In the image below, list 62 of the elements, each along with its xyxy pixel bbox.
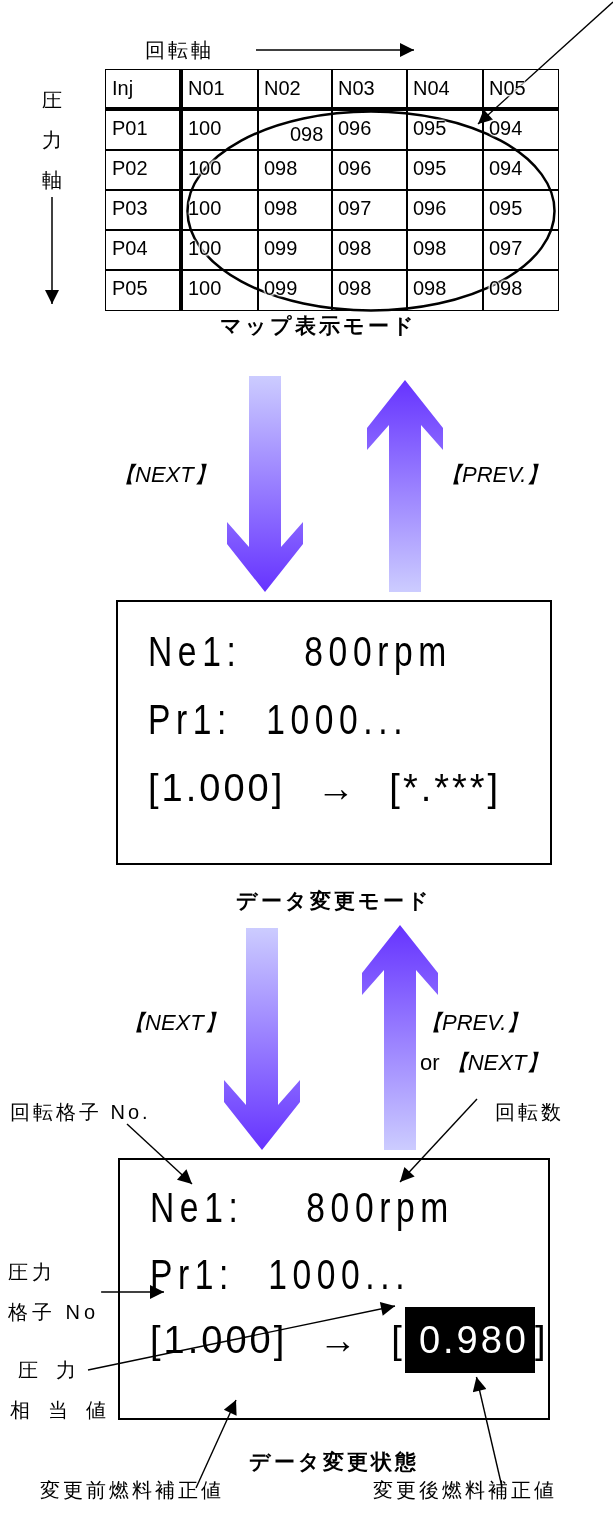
highlighted-value: 0.980 [404,1307,535,1373]
table-cell: 100 [181,189,259,231]
table-cell: 098 [406,269,484,311]
table-cell: N02 [257,69,333,111]
leader-line [477,1,613,125]
ellipse [186,110,556,312]
table-cell: P02 [105,149,183,191]
display-line: [1.000] → [*.***] [148,766,502,811]
leader-line [126,1123,193,1185]
table-cell: 096 [331,149,408,191]
table-cell: 098 [257,189,333,231]
table-cell: 099 [257,229,333,271]
display-line: Ne1: 800rpm [150,1183,454,1233]
table-cell: 094 [482,149,559,191]
callout-label: 圧力 [17,1358,95,1383]
table-cell: 100 [181,269,259,311]
leader-line [399,1098,478,1183]
axis-label: 回転軸 [145,38,214,63]
table-cell: 095 [406,149,484,191]
table-cell: P04 [105,229,183,271]
table-cell: 095 [406,109,484,151]
table-cell: N01 [181,69,259,111]
table-cell: 097 [482,229,559,271]
table-cell: Inj [105,69,183,111]
table-cell: 098 [331,269,408,311]
table-cell: P05 [105,269,183,311]
display-line: Ne1: 800rpm [148,627,452,677]
display-line: ] [535,1318,553,1363]
block-arrow [227,376,303,592]
axis-label: 圧力軸 [42,88,63,193]
mode-heading: データ変更モード [235,888,433,914]
table-cell: P01 [105,109,183,151]
callout-label: 格子 No [8,1300,100,1325]
table-cell: 099 [257,269,333,311]
block-arrow [362,925,438,1150]
leader-line [472,1376,503,1488]
callout-label: 回転数 [495,1092,595,1132]
mode-heading: マップ表示モード [220,313,417,339]
callout-label: 圧力 [8,1260,56,1285]
table-cell: 098 [406,229,484,271]
table-cell: 098 [331,229,408,271]
table-cell: P03 [105,189,183,231]
display-line: Pr1: 1000... [150,1250,411,1300]
table-cell: 098 [482,269,559,311]
block-arrow [224,928,300,1150]
table-cell: 096 [406,189,484,231]
callout-label: 回転格子 No. [10,1092,185,1132]
table-cell: 094 [482,109,559,151]
table-cell: 098 [257,109,333,151]
table-cell: N04 [406,69,484,111]
leader-line [195,1399,237,1489]
mode-heading: データ変更状態 [248,1449,420,1475]
callout-label: 相当値 [10,1398,124,1423]
table-cell: N03 [331,69,408,111]
table-cell: 096 [331,109,408,151]
display-line: Pr1: 1000... [148,695,409,745]
block-arrow [367,380,443,592]
table-cell: 098 [257,149,333,191]
table-cell: 100 [181,109,259,151]
table-cell: 095 [482,189,559,231]
leader-line [100,1285,165,1299]
table-cell: 097 [331,189,408,231]
